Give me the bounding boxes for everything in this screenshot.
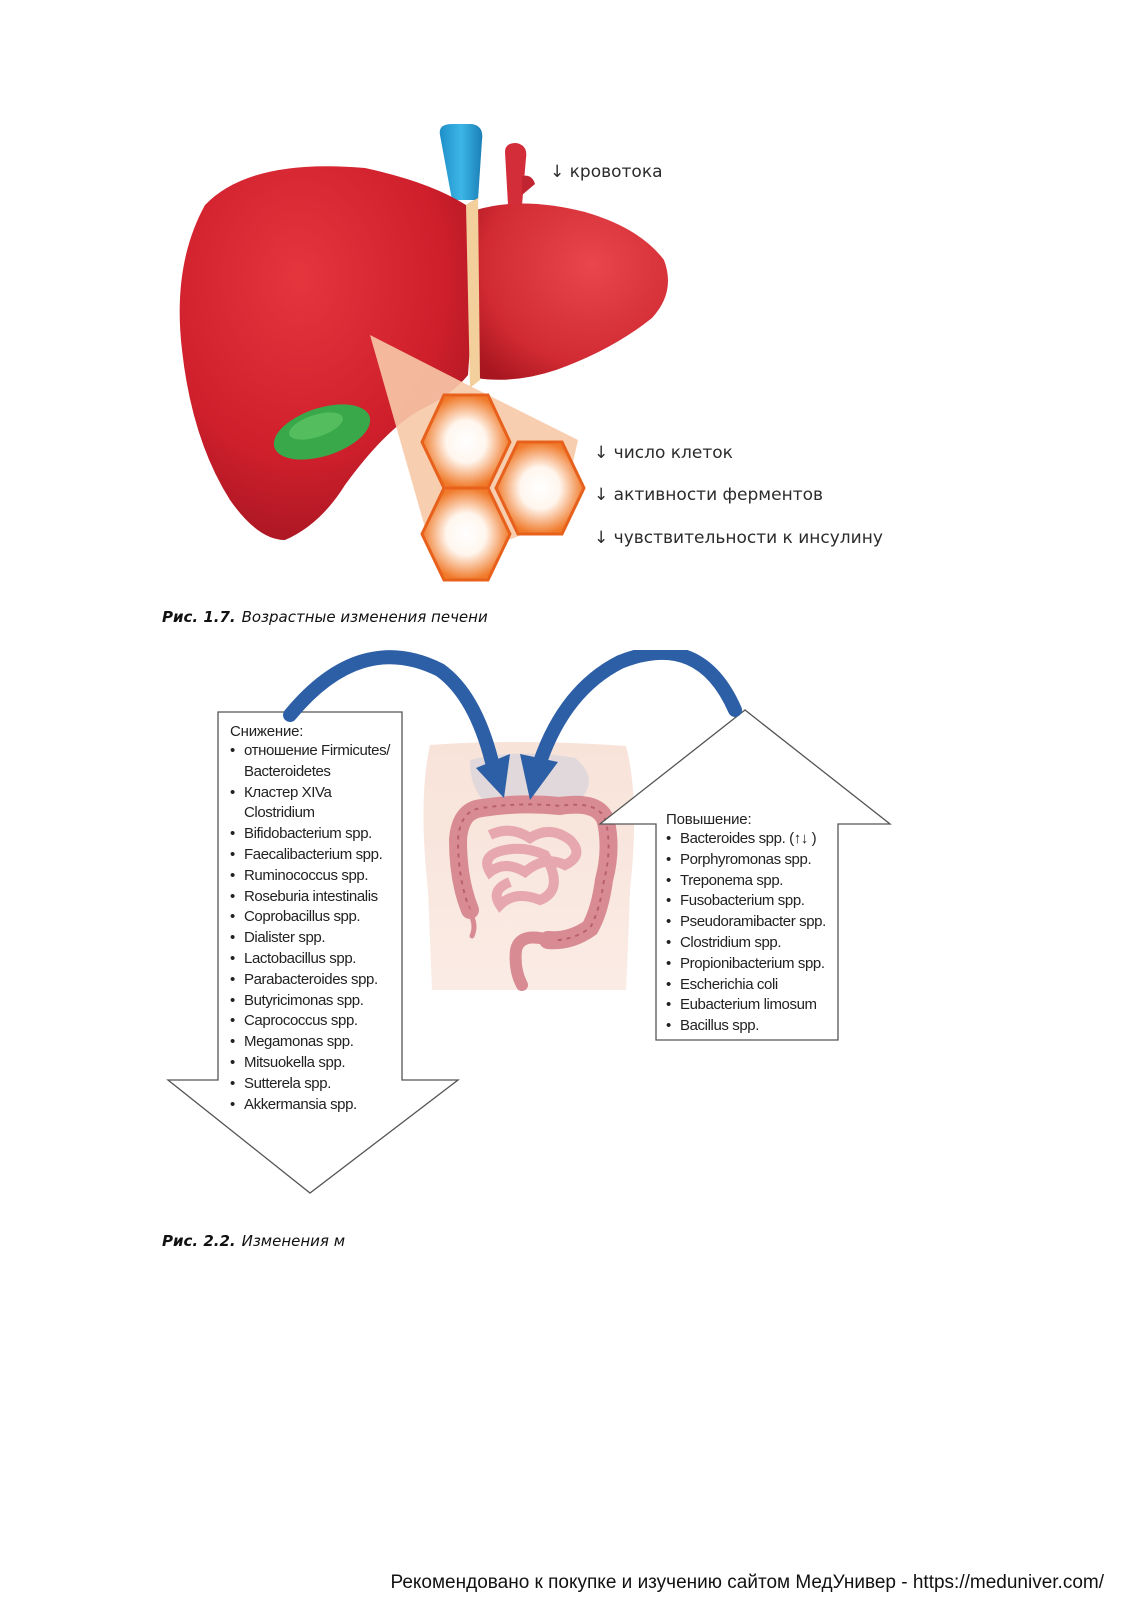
caption-text: Изменения м [241, 1232, 346, 1250]
list-item: Кластер XIVa Clostridium [230, 783, 404, 825]
list-item: Pseudoramibacter spp. [666, 912, 842, 933]
liver-left-lobe [179, 166, 478, 541]
curved-arrow-head-left [476, 754, 510, 798]
hepatocyte-hexagons [420, 393, 586, 582]
list-item: Megamonas spp. [230, 1032, 404, 1053]
list-item: Lactobacillus spp. [230, 949, 404, 970]
list-item: Propionibacterium spp. [666, 954, 842, 975]
vein-blue [439, 124, 483, 200]
liver-right-lobe [476, 203, 668, 380]
small-intestine [482, 825, 582, 913]
curved-arrows [283, 650, 742, 769]
list-item: отношение Firmicutes/ Bacteroidetes [230, 741, 404, 783]
figure-1-caption: Рис. 1.7. Возрастные изменения печени [162, 608, 488, 626]
figure-2-caption: Рис. 2.2. Изменения м [162, 1232, 345, 1250]
list-item: Bacteroides spp. (↑↓ ) [666, 829, 842, 850]
rectum [509, 931, 554, 991]
artery-red [505, 143, 527, 205]
liver-illustration [179, 124, 668, 582]
curved-arrow-head-right [520, 754, 558, 800]
list-item: Eubacterium limosum [666, 995, 842, 1016]
list-item: Ruminococcus spp. [230, 866, 404, 887]
list-item: Mitsuokella spp. [230, 1053, 404, 1074]
list-item: Bacillus spp. [666, 1016, 842, 1037]
decrease-list: Снижение: отношение Firmicutes/ Bacteroi… [230, 722, 404, 1115]
increase-heading: Повышение: [666, 811, 752, 828]
list-item: Treponema spp. [666, 871, 842, 892]
label-insulin-sensitivity: ↓ чувствительности к инсулину [594, 528, 883, 548]
label-cell-count: ↓ число клеток [594, 443, 733, 463]
caption-text: Возрастные изменения печени [241, 608, 488, 626]
list-item: Butyricimonas spp. [230, 991, 404, 1012]
list-item: Coprobacillus spp. [230, 907, 404, 928]
label-blood-flow: ↓ кровотока [550, 162, 663, 182]
increase-list: Повышение: Bacteroides spp. (↑↓ ) Porphy… [666, 810, 842, 1037]
list-item: Faecalibacterium spp. [230, 845, 404, 866]
microbiome-illustration [166, 650, 892, 1194]
list-item: Sutterela spp. [230, 1074, 404, 1095]
decrease-heading: Снижение: [230, 723, 304, 740]
list-item: Fusobacterium spp. [666, 891, 842, 912]
list-item: Dialister spp. [230, 928, 404, 949]
list-item: Clostridium spp. [666, 933, 842, 954]
caption-number: Рис. 2.2. [162, 1232, 236, 1250]
liver-figure: ↓ кровотока ↓ число клеток ↓ активности … [0, 0, 1132, 626]
falciform-ligament [466, 198, 480, 388]
increase-items: Bacteroides spp. (↑↓ ) Porphyromonas spp… [666, 829, 842, 1037]
list-item: Caprococcus spp. [230, 1011, 404, 1032]
list-item: Parabacteroides spp. [230, 970, 404, 991]
list-item: Bifidobacterium spp. [230, 824, 404, 845]
label-enzyme-activity: ↓ активности ферментов [594, 485, 824, 505]
list-item: Porphyromonas spp. [666, 850, 842, 871]
list-item: Escherichia coli [666, 975, 842, 996]
list-item: Akkermansia spp. [230, 1095, 404, 1116]
caption-number: Рис. 1.7. [162, 608, 236, 626]
decrease-items: отношение Firmicutes/ Bacteroidetes Клас… [230, 741, 404, 1115]
list-item: Roseburia intestinalis [230, 887, 404, 908]
footer-text: Рекомендовано к покупке и изучению сайто… [390, 1572, 1104, 1593]
